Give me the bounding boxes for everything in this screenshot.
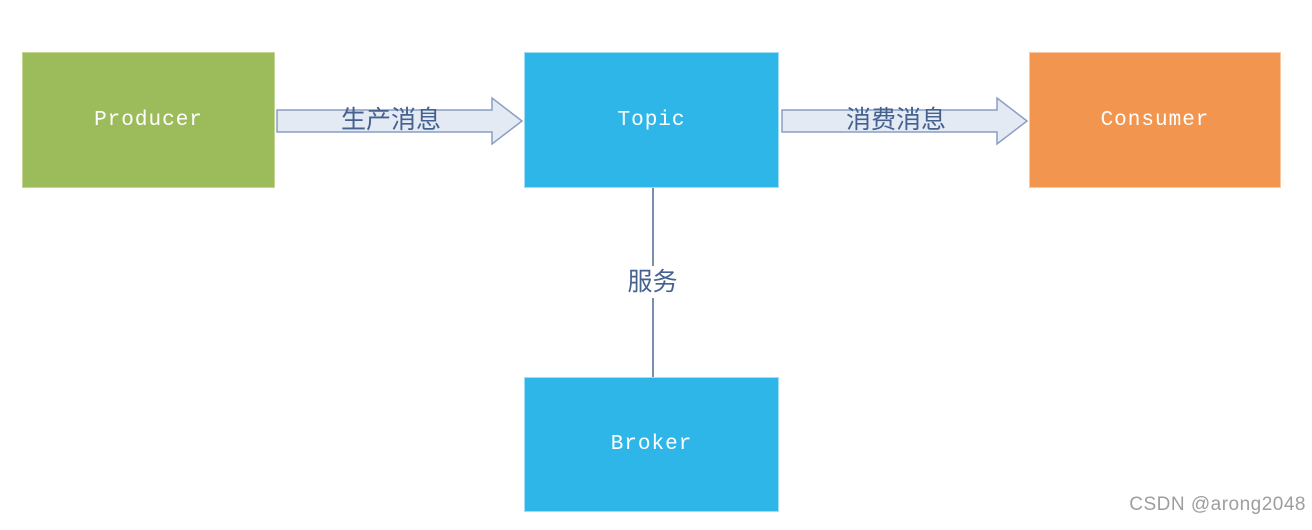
node-broker: Broker xyxy=(524,377,779,512)
node-topic-label: Topic xyxy=(617,108,686,132)
edge-serve-label: 服务 xyxy=(612,266,693,298)
right-block-arrow-icon xyxy=(781,96,1029,146)
watermark: CSDN @arong2048 xyxy=(1129,494,1306,515)
node-topic: Topic xyxy=(524,52,779,188)
edge-produce-arrow: 生产消息 xyxy=(276,96,524,146)
edge-consume-arrow: 消费消息 xyxy=(781,96,1029,146)
node-producer: Producer xyxy=(22,52,275,188)
right-block-arrow-icon xyxy=(276,96,524,146)
node-consumer: Consumer xyxy=(1029,52,1281,188)
node-consumer-label: Consumer xyxy=(1100,108,1210,132)
node-producer-label: Producer xyxy=(94,108,203,132)
node-broker-label: Broker xyxy=(610,433,693,456)
